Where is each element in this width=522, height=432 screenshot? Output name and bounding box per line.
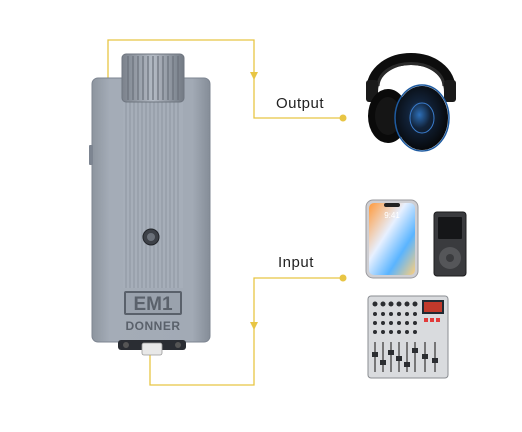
brand-label: DONNER — [125, 319, 180, 333]
device-ribbed-panel — [123, 96, 183, 288]
bottom-jacks — [118, 340, 186, 356]
svg-text:9:41: 9:41 — [384, 211, 400, 220]
output-label: Output — [276, 95, 325, 112]
input-connector-line — [149, 277, 343, 386]
headphones-icon — [366, 53, 456, 152]
mp3-player-icon — [433, 211, 467, 277]
smartphone-icon: 9:41 — [365, 199, 419, 279]
dac-amp-device: EM1 DONNER — [89, 53, 211, 356]
volume-knob — [121, 53, 185, 103]
connector-arrows — [250, 72, 347, 330]
connector-lines — [107, 39, 343, 386]
output-arrow — [250, 72, 258, 80]
input-dot — [339, 274, 347, 282]
audio-mixer-icon — [367, 295, 449, 379]
output-dot — [339, 114, 347, 122]
model-badge — [124, 291, 182, 315]
model-label: EM1 — [133, 294, 173, 315]
input-arrow — [250, 322, 258, 330]
device-side-button — [89, 145, 93, 165]
output-connector-line — [107, 39, 343, 119]
device-screw — [142, 228, 160, 246]
input-label: Input — [278, 254, 314, 271]
